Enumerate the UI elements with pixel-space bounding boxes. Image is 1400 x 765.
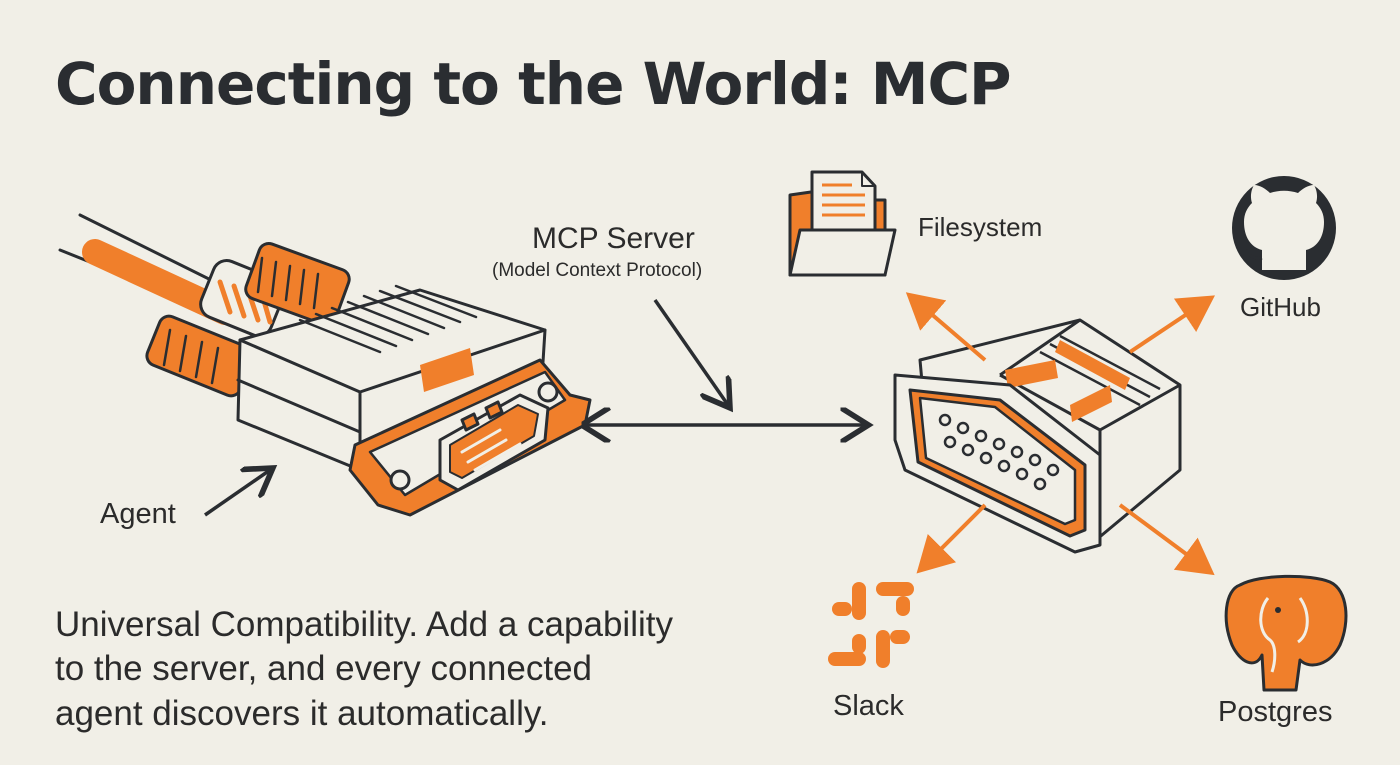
arrow-to-filesystem [905,292,987,362]
page-title: Connecting to the World: MCP [55,50,1012,118]
arrow-to-postgres [1118,503,1215,576]
github-label: GitHub [1240,292,1321,322]
slack-label: Slack [833,690,904,722]
arrow-to-slack [916,503,987,574]
caption-line: Universal Compatibility. Add a capabilit… [55,605,673,644]
server-pointer-arrow [653,299,728,405]
agent-pointer-arrow [204,470,270,517]
github-icon [1232,176,1336,280]
mcp-server-label: MCP Server [532,222,695,255]
caption: Universal Compatibility. Add a capabilit… [55,603,775,736]
caption-line: to the server, and every connected [55,649,592,689]
dsub-socket-icon [893,318,1182,554]
postgres-elephant-icon [1224,574,1348,692]
slack-icon [828,582,914,668]
dsub-plug-icon [58,213,592,517]
mcp-server-sublabel: (Model Context Protocol) [492,260,703,281]
filesystem-label: Filesystem [918,212,1043,242]
postgres-label: Postgres [1218,696,1333,728]
agent-label: Agent [100,498,176,530]
arrow-to-github [1128,295,1215,354]
folder-icon [788,170,897,277]
caption-line: agent discovers it automatically. [55,693,549,733]
